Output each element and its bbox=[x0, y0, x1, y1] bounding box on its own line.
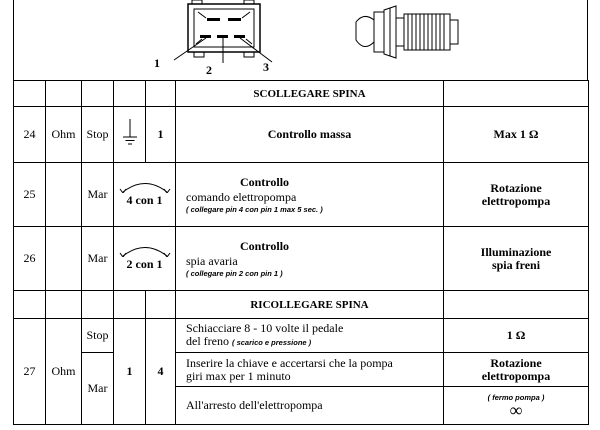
test-line: spia avaria bbox=[186, 254, 238, 268]
row-number: 25 bbox=[13, 162, 46, 227]
expected-result: ( fermo pompa ) ∞ bbox=[443, 386, 589, 425]
table-row: Mar Inserire la chiave e accertarsi che … bbox=[14, 352, 589, 425]
row-number: 26 bbox=[13, 226, 46, 291]
step-note: ( scarico e pressione ) bbox=[231, 338, 312, 347]
sensor-icon bbox=[355, 5, 459, 59]
step-description: Schiacciare 8 - 10 volte il pedale del f… bbox=[175, 318, 444, 353]
pin-cell: 1 bbox=[113, 318, 146, 425]
connector-diagram bbox=[173, 0, 273, 63]
table-row: All'arresto dell'elettropompa ( fermo po… bbox=[14, 386, 589, 425]
table-row: 26 Mar 2 con 1 Controllo spia avaria ( c… bbox=[13, 226, 589, 291]
result-line: elettropompa bbox=[481, 193, 551, 208]
symbol-cell bbox=[113, 106, 146, 163]
ground-icon bbox=[122, 118, 137, 144]
step-line: Schiacciare 8 - 10 volte il pedale bbox=[186, 321, 344, 335]
test-title: Controllo bbox=[239, 239, 290, 253]
section-row-reconnect: RICOLLEGARE SPINA bbox=[13, 290, 589, 319]
step-description: All'arresto dell'elettropompa bbox=[175, 386, 444, 425]
pin-cell: 1 bbox=[145, 106, 176, 163]
test-description: Controllo massa bbox=[175, 106, 444, 163]
expected-result: Rotazione elettropompa bbox=[443, 162, 589, 227]
result-line: spia freni bbox=[491, 257, 541, 272]
section-title: SCOLLEGARE SPINA bbox=[175, 80, 444, 107]
pin-label-3: 3 bbox=[263, 60, 269, 74]
expected-result: Max 1 Ω bbox=[443, 106, 589, 163]
pin-label-1: 1 bbox=[154, 56, 160, 70]
table-row: 25 Mar 4 con 1 Controllo comando elettro… bbox=[13, 162, 589, 227]
pin-link-label: 4 con 1 bbox=[126, 193, 163, 207]
result-note: ( fermo pompa ) bbox=[487, 393, 545, 402]
test-note: ( collegare pin 2 con pin 1 ) bbox=[186, 269, 283, 278]
row-number: 24 bbox=[13, 106, 46, 163]
unit-cell: Ohm bbox=[45, 318, 82, 425]
infinity-icon: ∞ bbox=[509, 400, 523, 420]
state-cell: Stop bbox=[81, 106, 114, 163]
expected-result: Illuminazione spia freni bbox=[443, 226, 589, 291]
state-cell: Mar bbox=[81, 226, 114, 291]
step-description: Inserire la chiave e accertarsi che la p… bbox=[175, 352, 444, 387]
result-line: elettropompa bbox=[481, 368, 551, 383]
section-row-disconnect: SCOLLEGARE SPINA bbox=[13, 80, 589, 107]
jumper-arc-icon bbox=[119, 183, 170, 193]
test-description: Controllo spia avaria ( collegare pin 2 … bbox=[175, 226, 444, 291]
table-row: 24 Ohm Stop 1 Controllo massa Max 1 Ω bbox=[13, 106, 589, 163]
pin-label-2: 2 bbox=[206, 63, 212, 77]
expected-result: Rotazione elettropompa bbox=[443, 352, 589, 387]
row-number: 27 bbox=[13, 318, 46, 425]
test-line: comando elettropompa bbox=[186, 190, 297, 204]
pin-link-label: 2 con 1 bbox=[126, 257, 163, 271]
test-table: SCOLLEGARE SPINA 24 Ohm Stop 1 Controllo… bbox=[13, 80, 589, 425]
pin-link-cell: 4 con 1 bbox=[113, 162, 176, 227]
jumper-arc-icon bbox=[119, 247, 170, 257]
diagram-area: 1 2 3 bbox=[13, 0, 588, 80]
test-note: ( collegare pin 4 con pin 1 max 5 sec. ) bbox=[186, 205, 323, 214]
step-line: Inserire la chiave e accertarsi che la p… bbox=[186, 355, 393, 370]
result-line: Rotazione bbox=[490, 180, 542, 195]
expected-result: 1 Ω bbox=[443, 318, 589, 353]
step-line: giri max per 1 minuto bbox=[186, 368, 291, 383]
state-cell: Mar bbox=[81, 352, 114, 425]
table-row: 27 Ohm Stop 1 4 Schiacciare 8 - 10 volte… bbox=[13, 318, 589, 425]
pin-link-cell: 2 con 1 bbox=[113, 226, 176, 291]
step-line: del freno bbox=[186, 334, 229, 348]
result-line: Illuminazione bbox=[480, 244, 552, 259]
pin-cell: 4 bbox=[145, 318, 176, 425]
unit-cell: Ohm bbox=[45, 106, 82, 163]
section-title: RICOLLEGARE SPINA bbox=[175, 290, 444, 319]
test-description: Controllo comando elettropompa ( collega… bbox=[175, 162, 444, 227]
test-title: Controllo bbox=[239, 175, 290, 189]
result-line: Rotazione bbox=[490, 355, 542, 370]
state-cell: Mar bbox=[81, 162, 114, 227]
state-cell: Stop bbox=[81, 318, 114, 353]
